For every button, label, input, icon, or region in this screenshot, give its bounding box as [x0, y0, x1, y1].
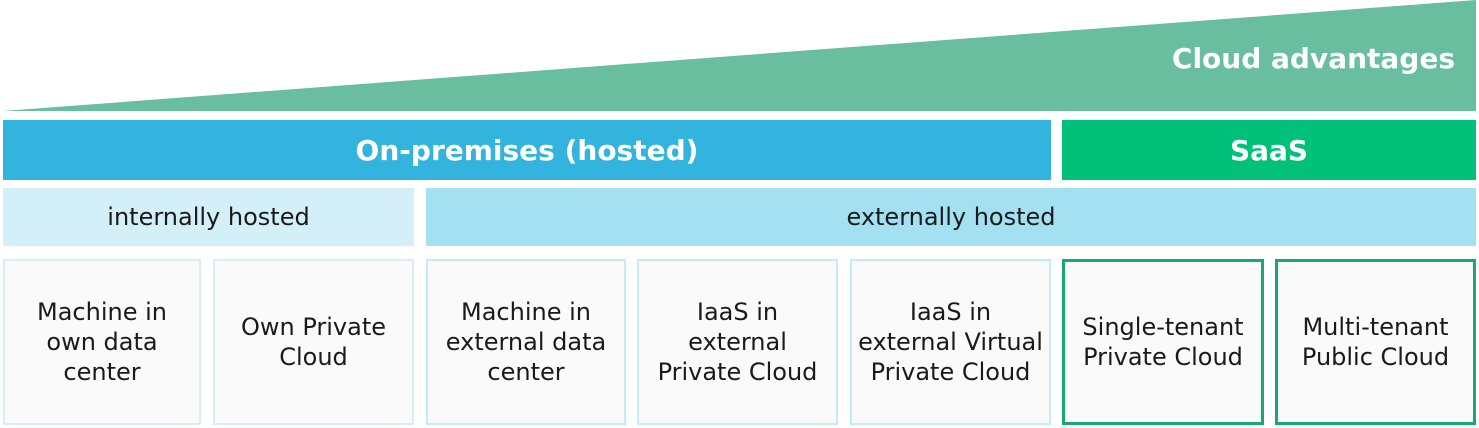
option-own-private-cloud: Own Private Cloud [213, 259, 414, 425]
option-machine-own-data-center: Machine in own data center [3, 259, 201, 425]
on-premises-band: On-premises (hosted) [3, 120, 1051, 180]
option-label: Machine in own data center [37, 298, 167, 386]
externally-hosted-band: externally hosted [426, 188, 1476, 246]
option-label: IaaS in external Private Cloud [657, 298, 818, 386]
option-label: Multi-tenant Public Cloud [1301, 313, 1450, 371]
saas-band: SaaS [1062, 120, 1476, 180]
externally-hosted-label: externally hosted [846, 203, 1056, 231]
internally-hosted-band: internally hosted [3, 188, 414, 246]
option-label: Own Private Cloud [240, 313, 387, 371]
cloud-advantages-wedge-shape [3, 0, 1476, 111]
option-label: IaaS in external Virtual Private Cloud [858, 298, 1043, 386]
option-label: Machine in external data center [445, 298, 607, 386]
option-iaas-external-private-cloud: IaaS in external Private Cloud [637, 259, 838, 425]
option-label: Single-tenant Private Cloud [1082, 313, 1244, 371]
internally-hosted-label: internally hosted [107, 203, 310, 231]
option-iaas-external-virtual-private-cloud: IaaS in external Virtual Private Cloud [850, 259, 1051, 425]
on-premises-label: On-premises (hosted) [355, 133, 699, 167]
cloud-advantages-label: Cloud advantages [1171, 42, 1455, 75]
cloud-advantages-wedge [3, 0, 1476, 111]
saas-label: SaaS [1229, 133, 1309, 167]
option-single-tenant-private-cloud: Single-tenant Private Cloud [1062, 259, 1264, 425]
option-multi-tenant-public-cloud: Multi-tenant Public Cloud [1275, 259, 1476, 425]
option-machine-external-data-center: Machine in external data center [426, 259, 626, 425]
